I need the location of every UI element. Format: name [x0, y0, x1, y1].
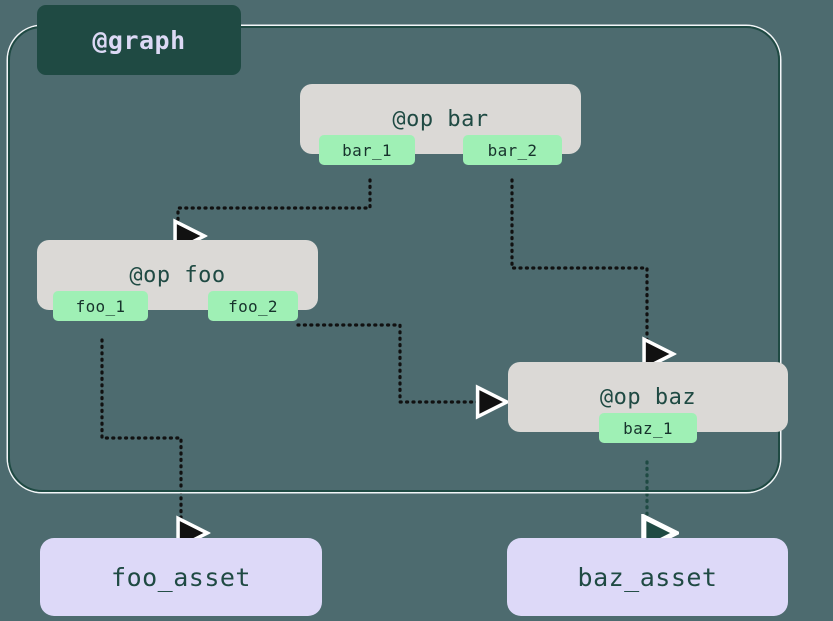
port-foo-2[interactable]: foo_2 — [208, 291, 298, 321]
op-bar-label: @op bar — [392, 106, 489, 132]
asset-foo-label: foo_asset — [111, 562, 251, 592]
op-foo-ports: foo_1 foo_2 — [37, 291, 318, 321]
op-node-foo[interactable]: @op foo foo_1 foo_2 — [37, 240, 318, 321]
graph-label-text: @graph — [92, 25, 186, 55]
op-node-baz[interactable]: @op baz baz_1 — [508, 362, 788, 443]
port-baz-1[interactable]: baz_1 — [599, 413, 697, 443]
op-node-bar[interactable]: @op bar bar_1 bar_2 — [300, 84, 581, 165]
port-baz-1-label: baz_1 — [623, 418, 673, 438]
port-bar-2-label: bar_2 — [487, 140, 538, 160]
graph-label[interactable]: @graph — [37, 5, 241, 75]
port-foo-2-label: foo_2 — [228, 296, 278, 316]
op-foo-label: @op foo — [129, 262, 226, 288]
port-bar-1-label: bar_1 — [342, 140, 392, 160]
op-baz-label: @op baz — [599, 384, 697, 410]
op-bar-ports: bar_1 bar_2 — [300, 135, 581, 165]
op-baz-body: @op baz — [508, 362, 788, 432]
op-baz-ports: baz_1 — [508, 413, 788, 443]
port-bar-1[interactable]: bar_1 — [319, 135, 415, 165]
port-foo-1[interactable]: foo_1 — [53, 291, 148, 321]
graph-container — [8, 26, 780, 492]
port-bar-2[interactable]: bar_2 — [463, 135, 562, 165]
asset-node-baz-asset[interactable]: baz_asset — [507, 538, 788, 616]
asset-node-foo-asset[interactable]: foo_asset — [40, 538, 322, 616]
asset-baz-label: baz_asset — [577, 562, 718, 592]
port-foo-1-label: foo_1 — [75, 296, 126, 316]
